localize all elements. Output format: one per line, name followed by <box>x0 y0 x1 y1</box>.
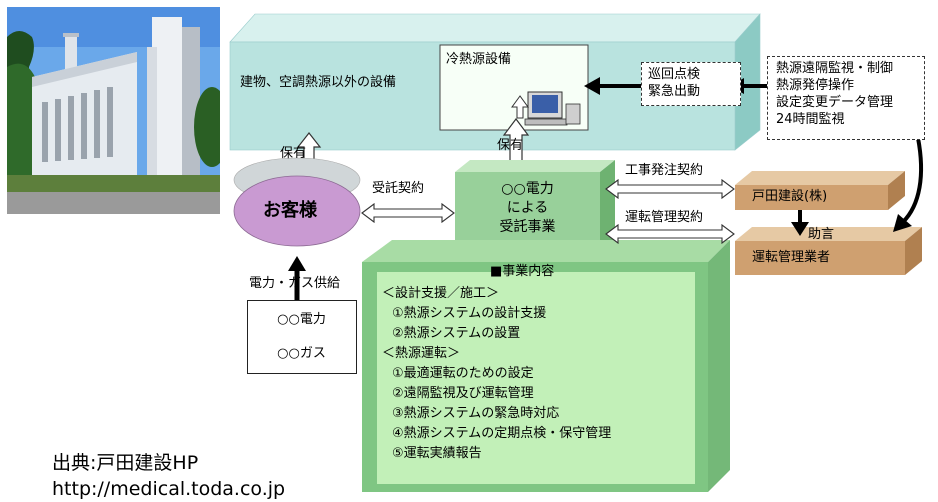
customer-label: お客様 <box>263 200 317 221</box>
business-item: ③熱源システムの緊急時対応 <box>392 406 560 421</box>
advice-label: 助言 <box>808 227 835 242</box>
patrol-box: 巡回点検 緊急出動 <box>641 62 741 106</box>
supplier-line-2: ○○ガス <box>277 346 326 361</box>
toda-block-3d <box>735 171 905 210</box>
business-list: ＜設計支援／施工＞ ①熱源システムの設計支援 ②熱源システムの設置 ＜熱源運転＞… <box>382 284 611 464</box>
double-arrow-consign <box>361 202 455 224</box>
services-line-1: 熱源遠隔監視・制御 <box>776 61 894 76</box>
toda-label: 戸田建設(株) <box>752 189 828 204</box>
services-line-2: 熱源発停操作 <box>776 78 855 93</box>
computer-icon <box>524 91 581 126</box>
arrow-services-to-operator <box>901 137 924 224</box>
source-citation: 出典:戸田建設HP <box>52 452 199 474</box>
supplier-box: ○○電力 ○○ガス <box>247 300 357 374</box>
top-block-label: 建物、空調熱源以外の設備 <box>240 75 397 90</box>
center-block-text: ○○電力 による 受託事業 <box>455 180 600 237</box>
up-arrow-computer <box>511 95 529 119</box>
center-line-2: による <box>506 200 549 216</box>
business-item: ④熱源システムの定期点検・保守管理 <box>392 426 612 441</box>
supply-label: 電力・ガス供給 <box>249 276 341 291</box>
supplier-line-1: ○○電力 <box>277 312 326 327</box>
business-item: ①熱源システムの設計支援 <box>392 306 547 321</box>
arrow-supply-up-head <box>288 256 306 271</box>
patrol-line-2: 緊急出動 <box>648 84 701 99</box>
business-item: ①最適運転のための設定 <box>392 366 534 381</box>
cooling-heat-source-label: 冷熱源設備 <box>446 52 512 67</box>
services-box: 熱源遠隔監視・制御 熱源発停操作 設定変更データ管理 24時間監視 <box>767 56 925 140</box>
double-arrow-operation <box>605 223 735 245</box>
contract-consign-label: 受託契約 <box>372 181 425 196</box>
arrow-toda-to-operator-head <box>791 222 809 236</box>
contract-operation-label: 運転管理契約 <box>625 210 704 225</box>
business-title: ■事業内容 <box>490 264 555 279</box>
arrow-services-to-operator-head <box>893 214 912 232</box>
source-url: http://medical.toda.co.jp <box>52 478 286 500</box>
business-item: ②遠隔監視及び運転管理 <box>392 386 534 401</box>
business-item: ②熱源システムの設置 <box>392 326 521 341</box>
business-heading-operation: ＜熱源運転＞ <box>382 346 461 361</box>
business-heading-design: ＜設計支援／施工＞ <box>382 286 500 301</box>
patrol-line-1: 巡回点検 <box>648 67 701 82</box>
services-line-3: 設定変更データ管理 <box>776 95 894 110</box>
business-block-3d <box>362 240 730 492</box>
owns-left-label: 保有 <box>280 146 307 161</box>
customer-oval <box>233 157 361 247</box>
arrow-to-cooling-head <box>584 77 600 95</box>
center-line-3: 受託事業 <box>499 219 556 235</box>
center-line-1: ○○電力 <box>501 181 554 197</box>
business-item: ⑤運転実績報告 <box>392 446 482 461</box>
services-line-4: 24時間監視 <box>776 112 845 127</box>
owns-center-label: 保有 <box>497 138 524 153</box>
operator-label: 運転管理業者 <box>752 250 831 265</box>
operator-block-3d <box>735 227 922 275</box>
double-arrow-construction <box>605 178 735 200</box>
contract-construction-label: 工事発注契約 <box>625 163 704 178</box>
building-photo <box>7 7 220 214</box>
